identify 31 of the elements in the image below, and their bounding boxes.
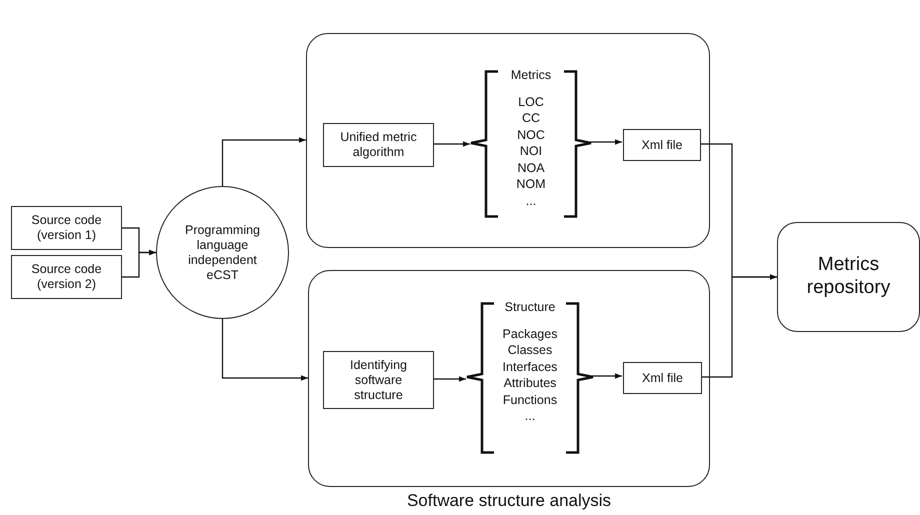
panel-heading: Software structure analysis bbox=[406, 491, 612, 511]
arrow bbox=[433, 141, 470, 147]
arrow bbox=[590, 139, 622, 145]
list-item: ... bbox=[524, 408, 536, 424]
process-box: Source code (version 2) bbox=[11, 255, 122, 299]
list-item: CC bbox=[522, 110, 540, 126]
arrow bbox=[433, 376, 466, 382]
repository-box: Metrics repository bbox=[777, 222, 920, 332]
arrow bbox=[701, 274, 777, 378]
arrow bbox=[592, 373, 622, 379]
list-item: NOA bbox=[517, 160, 545, 176]
group-panel bbox=[306, 33, 710, 248]
list-item: Functions bbox=[502, 392, 558, 408]
arrow bbox=[122, 250, 156, 278]
list-item: NOI bbox=[520, 143, 542, 160]
list-item: NOM bbox=[516, 176, 546, 192]
process-box: Unified metric algorithm bbox=[323, 123, 434, 167]
process-box: Source code (version 1) bbox=[11, 206, 122, 250]
list-item: LOC bbox=[518, 94, 544, 110]
list-item: Packages bbox=[502, 326, 558, 342]
list-item: NOC bbox=[517, 126, 545, 143]
list-item: Attributes bbox=[504, 375, 556, 392]
arrow bbox=[222, 319, 308, 381]
list-item: Classes bbox=[508, 342, 552, 358]
list-item: ... bbox=[526, 192, 536, 209]
list-item: Interfaces bbox=[502, 358, 558, 375]
process-box: Xml file bbox=[623, 129, 701, 161]
process-box: Identifying software structure bbox=[323, 351, 434, 409]
process-box: Xml file bbox=[623, 362, 702, 394]
arrow bbox=[222, 137, 306, 186]
circle-label: Programming language independent eCST bbox=[184, 222, 262, 282]
